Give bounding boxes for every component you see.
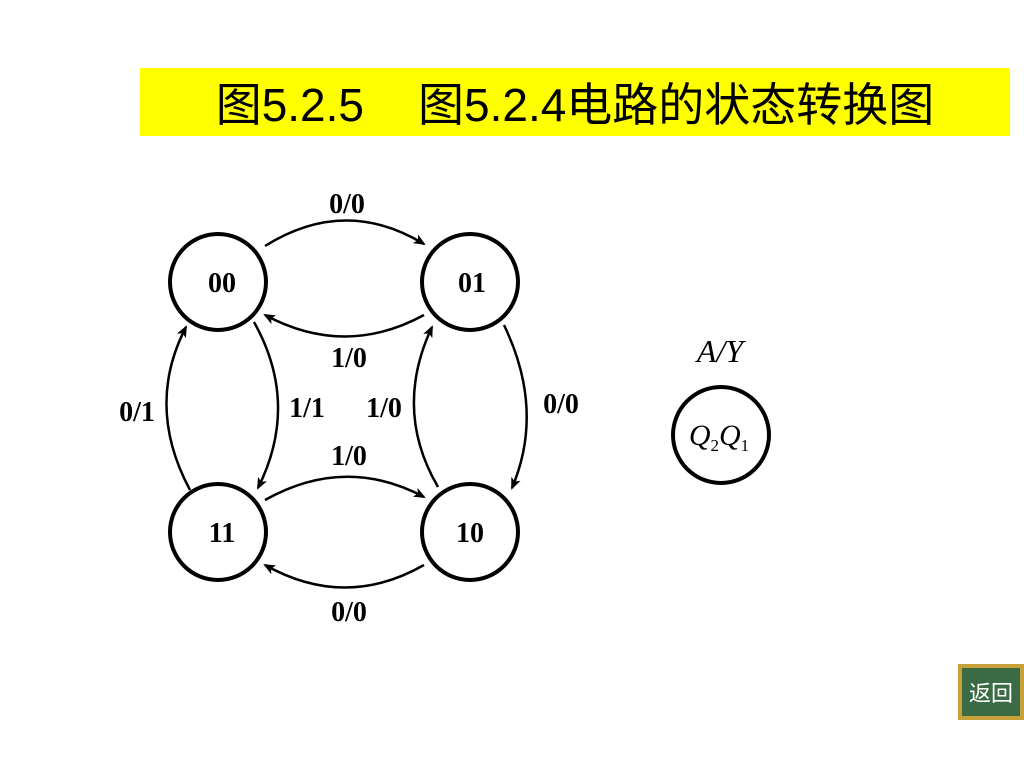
- legend-q2-sub: 2: [711, 436, 720, 455]
- figure-caption: 图5.2.4电路的状态转换图: [418, 79, 935, 131]
- arc-10-to-11: [263, 563, 425, 589]
- state-label-00: 00: [208, 268, 236, 299]
- arc-01-to-10: [502, 324, 528, 490]
- state-label-01: 01: [458, 268, 486, 299]
- arc-01-to-00: [263, 313, 425, 338]
- transition-label-10-to-11: 0/0: [331, 597, 367, 628]
- state-label-10: 10: [456, 518, 484, 549]
- transition-label-00-to-11: 1/1: [289, 393, 325, 424]
- transition-label-01-to-00: 1/0: [331, 343, 367, 374]
- transition-label-00-to-01: 0/0: [329, 189, 365, 220]
- slide-title: 图5.2.5 图5.2.4电路的状态转换图: [140, 68, 1010, 136]
- arc-10-to-01: [412, 325, 440, 488]
- transition-label-11-to-00: 0/1: [119, 397, 155, 428]
- state-node-00: [168, 232, 268, 332]
- figure-number: 图5.2.5: [215, 79, 364, 131]
- state-node-10: [420, 482, 520, 582]
- transition-label-11-to-10: 1/0: [331, 441, 367, 472]
- state-node-01: [420, 232, 520, 332]
- legend-state-symbol: Q2Q1: [689, 419, 749, 455]
- legend-q1: Q: [719, 419, 741, 452]
- legend-q1-sub: 1: [741, 436, 750, 455]
- arc-00-to-01: [264, 219, 426, 248]
- legend-io-label: A/Y: [695, 333, 746, 369]
- transition-label-01-to-10: 0/0: [543, 389, 579, 420]
- transition-label-10-to-01: 1/0: [366, 393, 402, 424]
- arc-00-to-11: [252, 321, 280, 490]
- arc-11-to-10: [264, 475, 426, 502]
- state-node-11: [168, 482, 268, 582]
- state-label-11: 11: [209, 518, 235, 549]
- arc-11-to-00: [165, 325, 192, 491]
- back-button[interactable]: 返回: [958, 664, 1024, 720]
- legend-node: [671, 385, 771, 485]
- legend-q2: Q: [689, 419, 711, 452]
